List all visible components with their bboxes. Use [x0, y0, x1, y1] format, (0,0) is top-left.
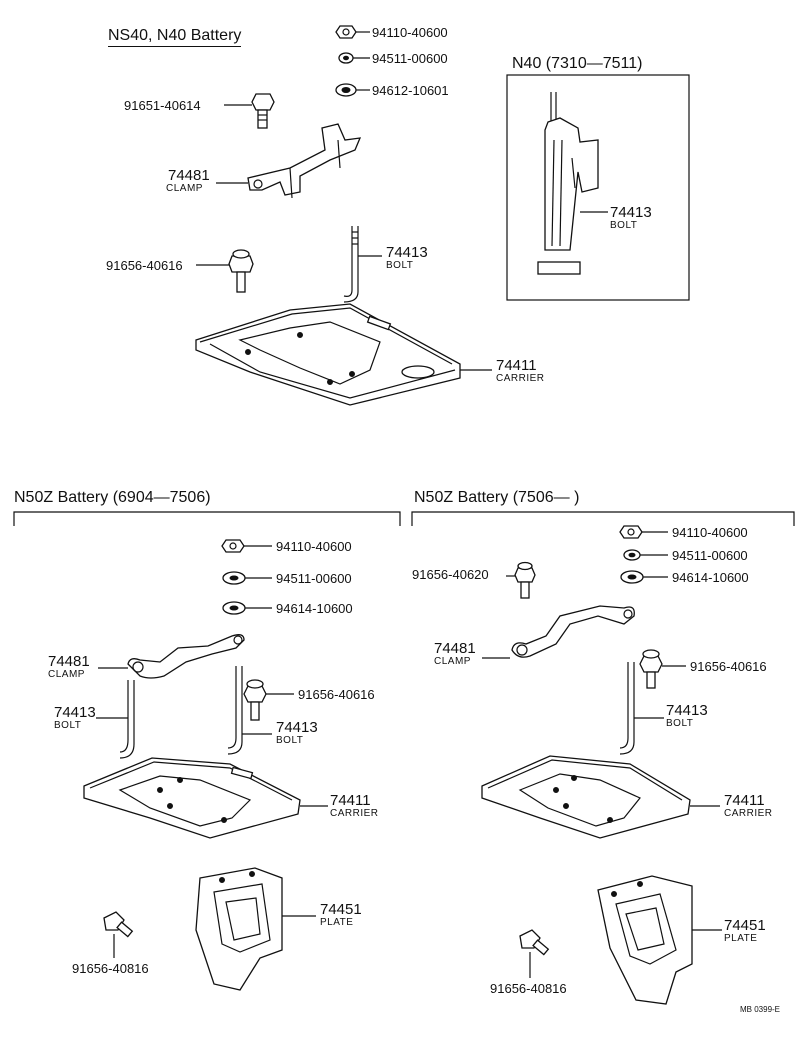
part-number-clamp: 74481: [168, 167, 210, 184]
bolt-icon: [103, 911, 134, 958]
part-number-carrier: 74411: [724, 792, 765, 809]
clamp-icon: [216, 123, 362, 199]
part-name-carrier: CARRIER: [496, 373, 545, 384]
nut-icon: [335, 25, 370, 39]
washer-icon: [222, 601, 272, 615]
part-number-j-bolt: 74413: [54, 704, 96, 721]
washer-icon: [338, 52, 370, 64]
inset-bolt-icon: [537, 92, 608, 275]
part-name-plate: PLATE: [724, 933, 758, 944]
carrier-tray-icon: [195, 303, 492, 406]
clamp-icon: [98, 634, 245, 679]
part-number-nut: 94110-40600: [372, 25, 448, 40]
part-number-plate: 74451: [724, 917, 766, 934]
part-number-washer: 94511-00600: [372, 51, 448, 66]
washer-icon: [335, 83, 370, 97]
part-number-carrier: 74411: [496, 357, 537, 374]
bolt-icon: [196, 249, 254, 293]
part-number-j-bolt: 74413: [386, 244, 428, 261]
part-number-washer: 94612-10601: [372, 83, 449, 98]
j-bolt-icon: [343, 226, 382, 303]
part-number-nut: 94110-40600: [276, 539, 352, 554]
part-number-bolt: 91656-40616: [298, 687, 375, 702]
bolt-icon: [224, 93, 275, 129]
part-name-plate: PLATE: [320, 917, 354, 928]
washer-icon: [623, 549, 668, 561]
part-number-clamp: 74481: [48, 653, 90, 670]
j-bolt-icon: [96, 680, 135, 759]
part-number-j-bolt: 74413: [666, 702, 708, 719]
carrier-tray-icon: [83, 757, 328, 839]
part-number-washer: 94614-10600: [276, 601, 353, 616]
part-number-washer: 94511-00600: [672, 548, 748, 563]
inset-part-name-bolt: BOLT: [610, 220, 638, 231]
bolt-icon: [243, 679, 294, 721]
part-number-nut: 94110-40600: [672, 525, 748, 540]
section-title-n50z-a: N50Z Battery (6904—7506): [14, 489, 211, 506]
part-name-carrier: CARRIER: [724, 808, 773, 819]
nut-icon: [619, 525, 668, 539]
diagram-code: MB 0399-E: [740, 1005, 781, 1014]
plate-icon: [195, 867, 316, 991]
part-number-bolt: 91656-40616: [690, 659, 767, 674]
section-title-ns40: NS40, N40 Battery: [108, 28, 242, 47]
inset-part-number-bolt: 74413: [610, 204, 652, 221]
bolt-icon: [639, 649, 686, 689]
clamp-icon: [482, 605, 635, 659]
bolt-icon: [506, 561, 536, 599]
part-number-bolt: 91656-40620: [412, 567, 489, 582]
part-name-clamp: CLAMP: [166, 183, 203, 194]
part-number-plate: 74451: [320, 901, 362, 918]
part-name-j-bolt: BOLT: [386, 260, 414, 271]
j-bolt-icon: [619, 662, 664, 755]
part-number-bolt: 91656-40616: [106, 258, 183, 273]
part-number-washer: 94511-00600: [276, 571, 352, 586]
plate-icon: [597, 875, 722, 1005]
bolt-icon: [519, 929, 550, 978]
part-name-j-bolt: BOLT: [54, 720, 82, 731]
part-name-clamp: CLAMP: [434, 656, 471, 667]
j-bolt-icon: [227, 666, 272, 755]
carrier-tray-icon: [481, 755, 720, 839]
part-number-bolt: 91651-40614: [124, 98, 201, 113]
part-name-clamp: CLAMP: [48, 669, 85, 680]
part-number-washer: 94614-10600: [672, 570, 749, 585]
part-number-plate-bolt: 91656-40816: [490, 981, 567, 996]
section-title-n50z-b: N50Z Battery (7506— ): [414, 489, 580, 506]
nut-icon: [221, 539, 272, 553]
washer-icon: [620, 570, 668, 584]
part-name-j-bolt: BOLT: [666, 718, 694, 729]
part-number-clamp: 74481: [434, 640, 476, 657]
part-name-carrier: CARRIER: [330, 808, 379, 819]
washer-icon: [222, 571, 272, 585]
inset-frame: [506, 74, 690, 301]
part-number-carrier: 74411: [330, 792, 371, 809]
inset-title: N40 (7310—7511): [512, 55, 643, 72]
part-name-j-bolt: BOLT: [276, 735, 304, 746]
part-number-j-bolt: 74413: [276, 719, 318, 736]
part-number-plate-bolt: 91656-40816: [72, 961, 149, 976]
